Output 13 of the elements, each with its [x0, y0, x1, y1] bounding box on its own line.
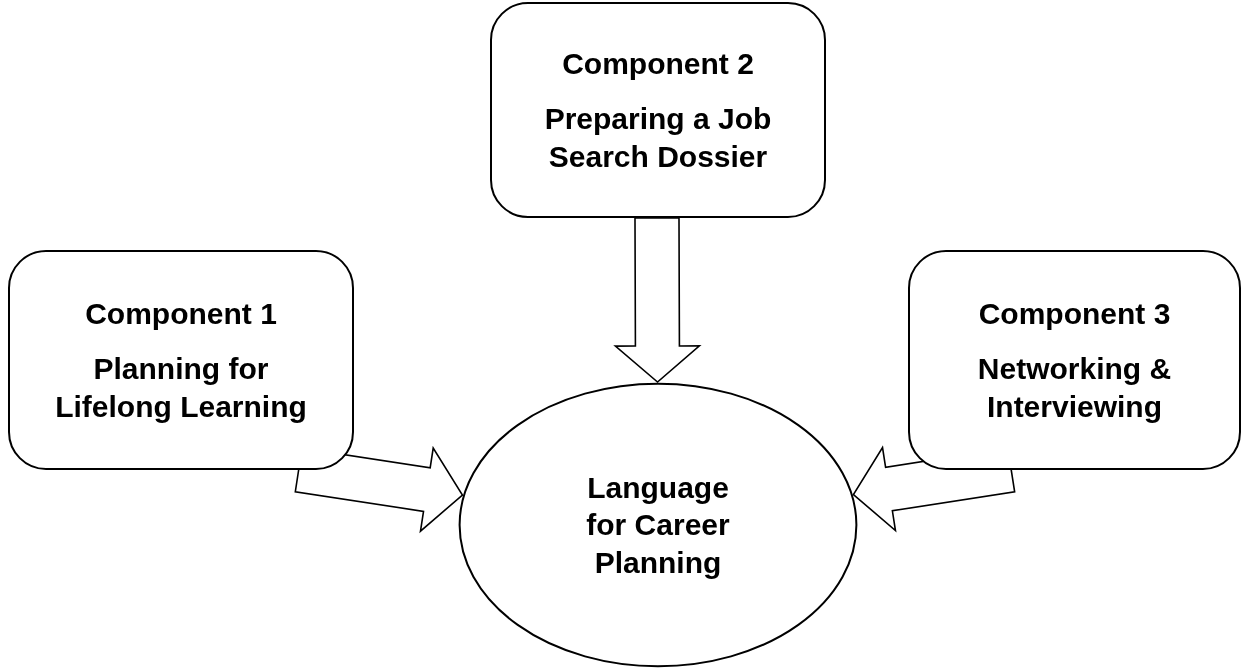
- box-text: Preparing a Job Search Dossier: [543, 101, 773, 175]
- rounded-box: [908, 250, 1241, 470]
- box-text: Planning for Lifelong Learning: [54, 351, 308, 425]
- rounded-box: [490, 2, 826, 218]
- ellipse-node: [458, 382, 858, 668]
- box-heading: Component 2: [562, 45, 754, 82]
- box-heading: Component 3: [978, 295, 1171, 332]
- box-heading: Component 1: [85, 295, 277, 332]
- box-text: Language for Career Planning: [585, 469, 731, 581]
- block-arrow: [613, 217, 702, 384]
- block-arrow: [294, 445, 464, 534]
- box-text: Networking & Interviewing: [976, 351, 1173, 425]
- rounded-box: [8, 250, 354, 470]
